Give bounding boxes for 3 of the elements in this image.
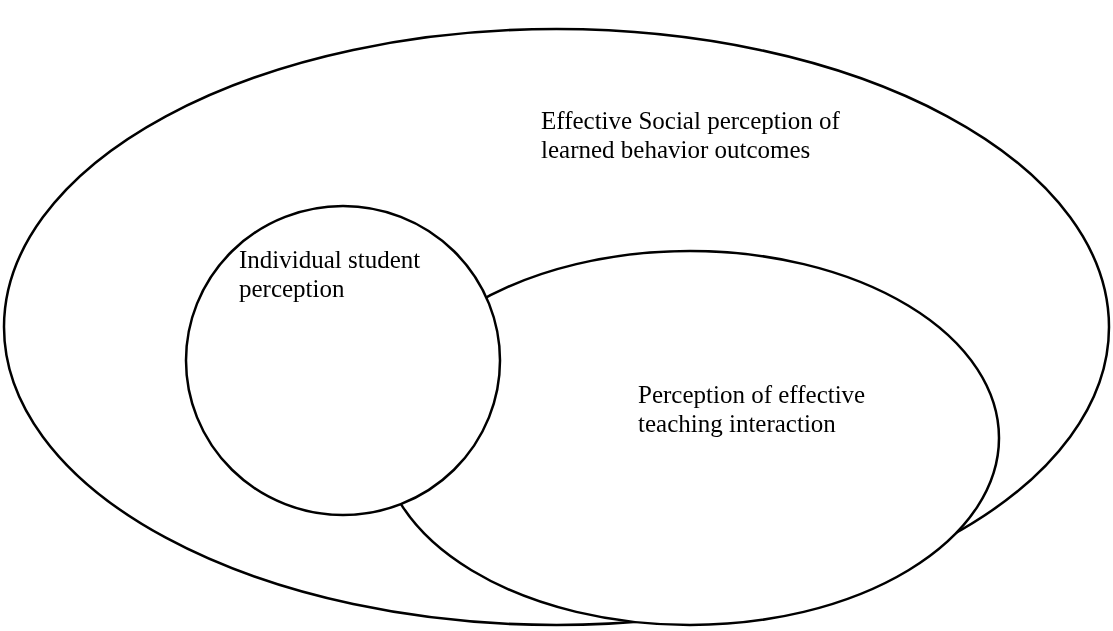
region-label: Effective Social perception of learned behavior outcomes: [541, 106, 841, 164]
region-label: Individual student perception: [239, 245, 422, 303]
region-label: Perception of effective teaching interaction: [638, 380, 867, 438]
